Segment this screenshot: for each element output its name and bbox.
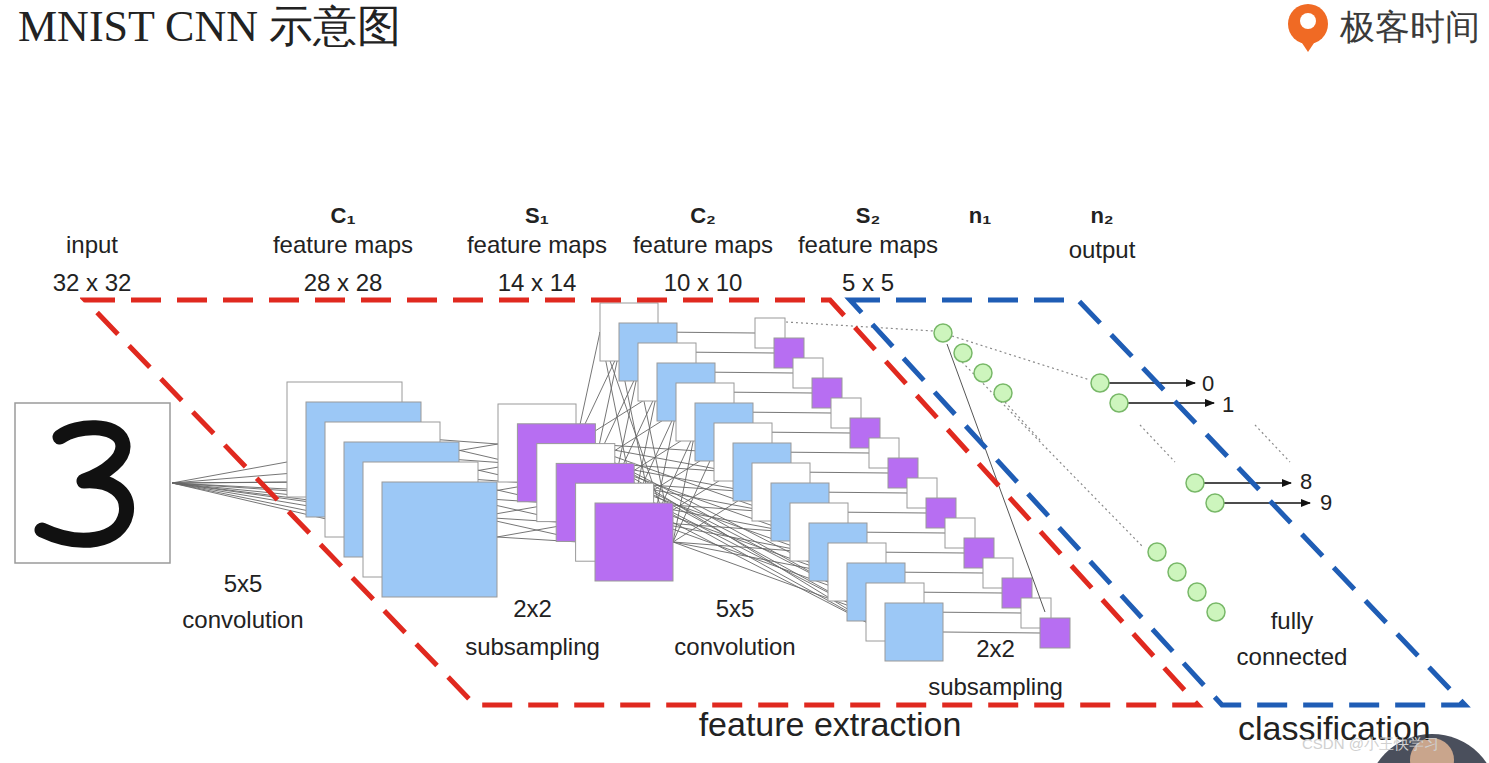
- column-header: output: [1032, 232, 1172, 268]
- neuron: [934, 324, 952, 342]
- dotted-link: [786, 322, 934, 331]
- layer-name: S₂: [828, 199, 908, 232]
- dimension: 28 x 28: [263, 265, 423, 301]
- neuron: [1091, 374, 1109, 392]
- region-label: feature extraction: [625, 699, 1035, 750]
- ellipsis-dots: [1255, 425, 1290, 462]
- logo-icon-tail: [1300, 40, 1316, 52]
- column-header: feature maps: [258, 227, 428, 263]
- operation-label: 5x5 convolution: [168, 566, 318, 638]
- ellipsis-dots: [1005, 402, 1040, 440]
- neuron: [1168, 563, 1186, 581]
- layer-name: C₁: [303, 199, 383, 232]
- page-title: MNIST CNN 示意图: [18, 0, 401, 60]
- layer-name: S₁: [497, 199, 577, 232]
- feature-map-stacks: [172, 303, 1070, 661]
- dotted-link: [962, 362, 1142, 546]
- dimension: 5 x 5: [788, 265, 948, 301]
- neuron: [1148, 543, 1166, 561]
- layer-name: n₂: [1062, 199, 1142, 232]
- dimension: 14 x 14: [457, 265, 617, 301]
- neuron: [974, 364, 992, 382]
- input-image: [15, 403, 170, 563]
- connection-line: [172, 472, 306, 483]
- connection-line: [943, 632, 1040, 633]
- c2-feature-map: [885, 603, 943, 661]
- output-arrow: [1108, 382, 1195, 384]
- ellipsis-dots: [1140, 425, 1175, 462]
- class-digit: 9: [1320, 486, 1332, 519]
- class-digit: 1: [1222, 388, 1234, 421]
- thin-link: [947, 344, 1045, 612]
- class-digit: 8: [1300, 465, 1312, 498]
- layer-name: C₂: [663, 199, 743, 232]
- dimension: 10 x 10: [623, 265, 783, 301]
- column-header: input: [12, 227, 172, 263]
- neuron: [1110, 394, 1128, 412]
- logo-text: 极客时间: [1340, 1, 1480, 54]
- neuron: [1188, 583, 1206, 601]
- neuron: [1186, 474, 1204, 492]
- c1-feature-map: [382, 482, 497, 597]
- logo-icon-hole: [1300, 13, 1316, 29]
- operation-label: 2x2 subsampling: [918, 630, 1073, 706]
- layer-name: n₁: [940, 199, 1020, 232]
- logo-icon: [1288, 4, 1328, 44]
- neuron: [954, 344, 972, 362]
- column-header: feature maps: [783, 227, 953, 263]
- operation-label: fully connected: [1222, 603, 1362, 675]
- class-digit: 0: [1202, 367, 1214, 400]
- dashed-border: [85, 300, 1198, 705]
- output-arrow: [1203, 482, 1291, 484]
- s2-feature-map: [1040, 618, 1070, 648]
- neuron: [1207, 603, 1225, 621]
- dimension: 32 x 32: [12, 265, 172, 301]
- handwritten-digit: [42, 428, 127, 541]
- column-header: feature maps: [452, 227, 622, 263]
- s1-feature-map: [595, 503, 673, 581]
- output-arrow: [1223, 502, 1310, 504]
- dashed-border: [850, 300, 1465, 705]
- column-header: feature maps: [618, 227, 788, 263]
- connection-line: [172, 462, 287, 483]
- neuron: [1206, 494, 1224, 512]
- neuron: [994, 384, 1012, 402]
- hidden-neurons: [934, 324, 1225, 621]
- operation-label: 5x5 convolution: [660, 590, 810, 666]
- operation-label: 2x2 subsampling: [455, 590, 610, 666]
- output-arrow: [1127, 402, 1214, 404]
- watermark: CSDN @小王快学习: [1302, 733, 1439, 756]
